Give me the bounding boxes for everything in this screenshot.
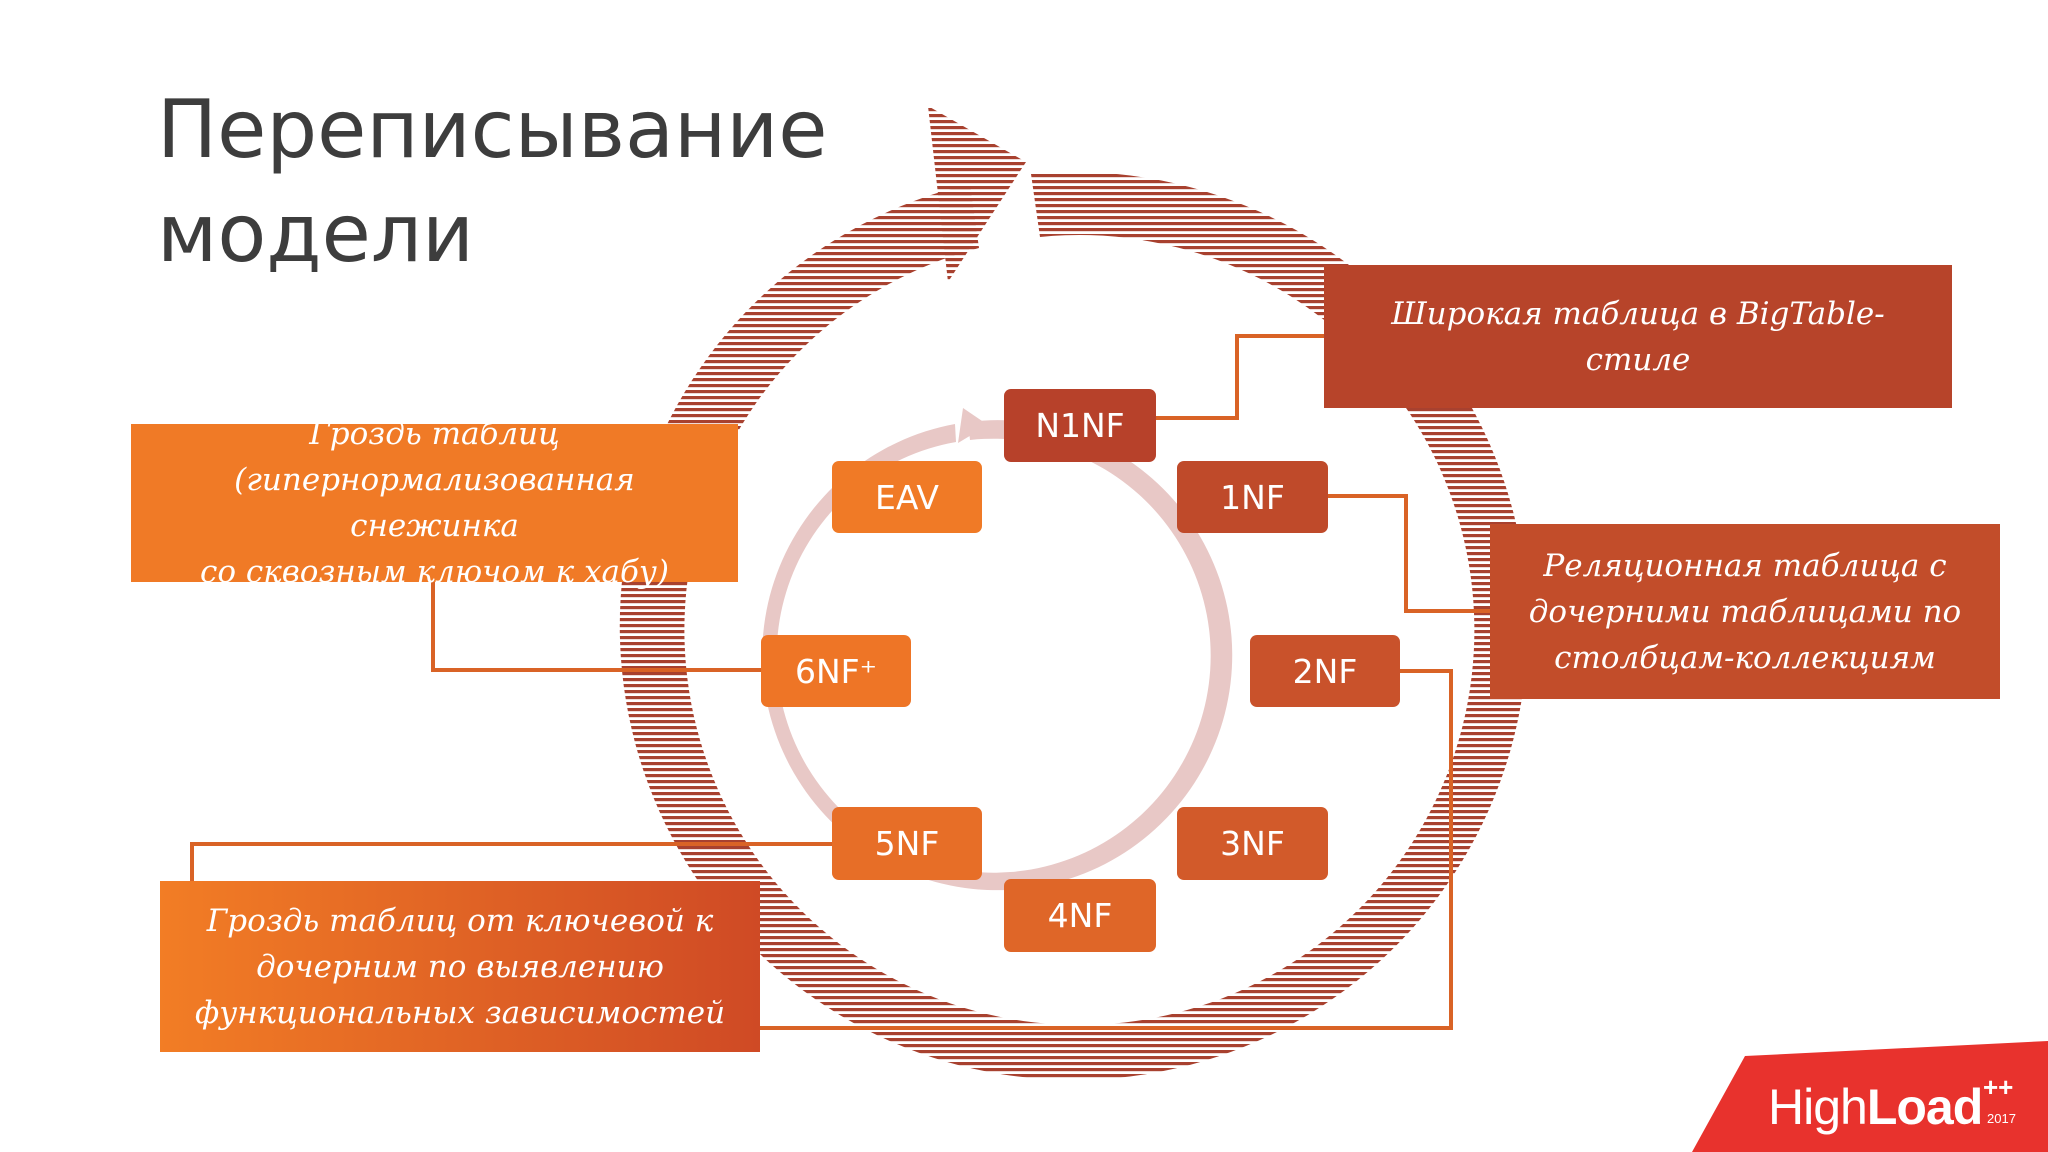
node-3nf: 3NF — [1177, 807, 1328, 880]
connector-n1nf-bigtable — [1156, 334, 1324, 420]
callout-cluster-line-2: (гипернормализованная снежинка — [234, 462, 635, 544]
node-eav: EAV — [832, 461, 982, 533]
callout-cluster-key-line-1: Гроздь таблиц от ключевой к — [206, 902, 714, 939]
callout-cluster-key-line-3: функциональных зависимостей — [194, 994, 726, 1031]
callout-relational: Реляционная таблица с дочерними таблицам… — [1490, 524, 2000, 699]
title-line-2: модели — [157, 187, 474, 280]
node-1nf: 1NF — [1177, 461, 1328, 533]
connector-1nf-relational — [1326, 494, 1490, 613]
logo-plusplus: ++ — [1983, 1072, 2014, 1102]
title-line-1: Переписывание — [157, 83, 828, 176]
node-n1nf: N1NF — [1004, 389, 1156, 462]
callout-bigtable: Широкая таблица в BigTable-стиле — [1324, 265, 1952, 408]
logo-load: Load — [1866, 1079, 1983, 1135]
callout-cluster-key-line-2: дочерним по выявлению — [256, 948, 664, 985]
logo-year: 2017 — [1987, 1111, 2016, 1126]
connector-2nf-clusterkey — [760, 669, 1453, 1030]
callout-relational-line-3: столбцам-коллекциям — [1554, 639, 1936, 676]
callout-cluster-key: Гроздь таблиц от ключевой к дочерним по … — [160, 881, 760, 1052]
callout-cluster-line-1: Гроздь таблиц — [309, 416, 560, 452]
logo-high: High — [1768, 1079, 1868, 1135]
cycle-arrow-head — [928, 106, 1026, 282]
node-4nf: 4NF — [1004, 879, 1156, 952]
page-title: Переписывание модели — [157, 78, 828, 286]
brand-banner — [1692, 1041, 2048, 1152]
highload-logo: HighLoad — [1768, 1078, 1983, 1136]
connector-6nf-cluster — [431, 582, 761, 672]
node-6nf-plus: 6NF⁺ — [761, 635, 911, 707]
callout-bigtable-line-1: Широкая таблица в BigTable-стиле — [1391, 295, 1885, 378]
callout-relational-line-1: Реляционная таблица с — [1543, 547, 1947, 584]
callout-relational-line-2: дочерними таблицами по — [1528, 593, 1962, 630]
connector-5nf-clusterkey — [190, 842, 832, 881]
node-5nf: 5NF — [832, 807, 982, 880]
callout-cluster-line-3: со сквозным ключом к хабу) — [200, 554, 669, 590]
node-2nf: 2NF — [1250, 635, 1400, 707]
callout-cluster: Гроздь таблиц (гипернормализованная снеж… — [131, 416, 738, 590]
inner-cycle-arrowhead — [958, 408, 988, 443]
